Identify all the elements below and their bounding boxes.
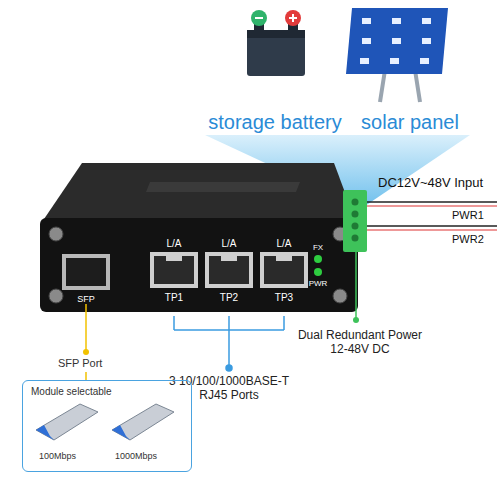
- led-label: L/A: [264, 238, 304, 250]
- ports-bracket: [174, 316, 284, 371]
- sfp-module-icon: [36, 404, 174, 440]
- callout-text: SFP Port: [58, 357, 102, 370]
- led-label: PWR: [306, 279, 330, 289]
- module-label: 100Mbps: [39, 451, 76, 462]
- input-label: DC12V~48V Input: [378, 175, 483, 191]
- solar-panel-icon: [346, 8, 448, 102]
- source-label: solar panel: [350, 110, 470, 134]
- led-label: L/A: [154, 238, 194, 250]
- source-label: storage battery: [200, 110, 350, 134]
- switch-housing: [40, 163, 367, 312]
- led-label: L/A: [209, 238, 249, 250]
- led-label: FX: [308, 243, 328, 253]
- port-label: TP3: [264, 292, 304, 304]
- module-label: 1000Mbps: [115, 451, 157, 462]
- box-heading: Module selectable: [31, 386, 112, 398]
- port-label: TP1: [154, 292, 194, 304]
- wire-label: PWR1: [452, 209, 484, 222]
- port-label: TP2: [209, 292, 249, 304]
- module-box: Module selectable 100Mbps 1000Mbps: [22, 380, 192, 472]
- battery-icon: [247, 10, 305, 76]
- callout-text: 3 10/100/1000BASE-T RJ45 Ports: [154, 374, 304, 403]
- port-label: SFP: [66, 294, 106, 305]
- wire-label: PWR2: [452, 233, 484, 246]
- callout-text: Dual Redundant Power 12-48V DC: [290, 328, 430, 357]
- power-leader: [353, 252, 359, 323]
